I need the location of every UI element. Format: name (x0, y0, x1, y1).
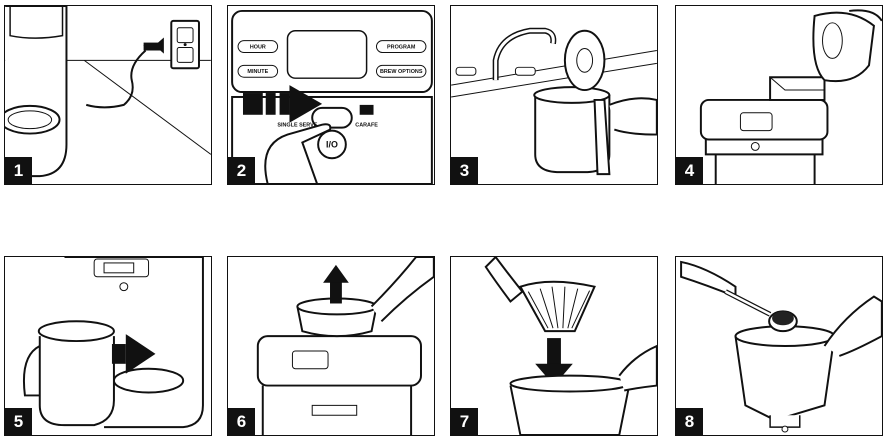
control-panel-illustration: HOUR MINUTE PROGRAM BREW OPTIONS SINGLE … (231, 9, 433, 184)
step-panel-1: 1 (4, 5, 212, 185)
step-panel-7: 7 (450, 256, 658, 436)
insert-carafe-illustration (23, 257, 204, 429)
step-number-badge: 5 (5, 408, 32, 435)
step-number-badge: 8 (676, 408, 703, 435)
step-number-badge: 2 (228, 157, 255, 184)
step-number-badge: 7 (451, 408, 478, 435)
add-coffee-grounds-illustration (680, 260, 882, 433)
hour-button-label: HOUR (250, 45, 266, 51)
program-button-label: PROGRAM (387, 45, 416, 51)
step-panel-2: HOUR MINUTE PROGRAM BREW OPTIONS SINGLE … (227, 5, 435, 185)
plug-in-illustration (5, 6, 211, 178)
step-number-badge: 1 (5, 157, 32, 184)
carafe-label: CARAFE (355, 123, 378, 129)
step-number-badge: 4 (676, 157, 703, 184)
brew-options-button-label: BREW OPTIONS (380, 69, 423, 75)
step-number-badge: 6 (228, 408, 255, 435)
step-panel-6: 6 (227, 256, 435, 436)
step-panel-5: 5 (4, 256, 212, 436)
step-panel-8: 8 (675, 256, 883, 436)
single-serve-label: SINGLE SERVE (277, 123, 317, 129)
step-panel-4: 4 (675, 5, 883, 185)
pour-water-illustration (699, 9, 882, 184)
step-panel-3: 3 (450, 5, 658, 185)
power-button-label: I/O (326, 139, 338, 149)
insert-paper-filter-illustration (484, 257, 657, 435)
minute-button-label: MINUTE (247, 69, 268, 75)
remove-filter-basket-illustration (256, 257, 434, 435)
fill-carafe-illustration (451, 27, 657, 176)
step-number-badge: 3 (451, 157, 478, 184)
